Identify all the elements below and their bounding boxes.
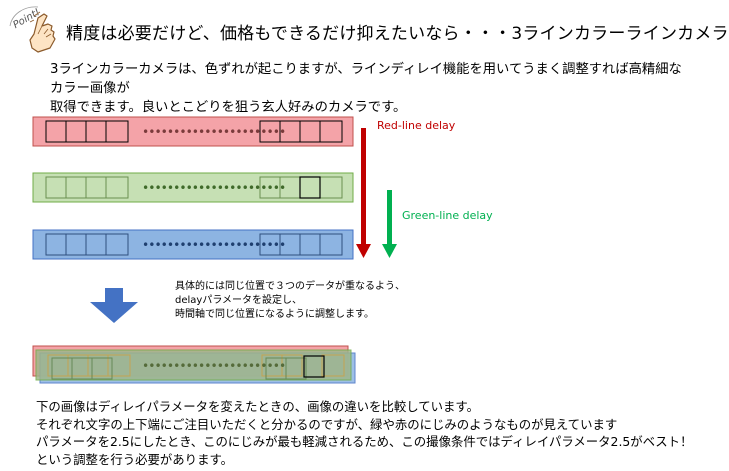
red-delay-arrow [356,128,371,258]
green-line-sensor: ••••••••••••••••••••••• [32,172,354,203]
comparison-text: 下の画像はディレイパラメータを変えたときの、画像の違いを比較しています。 それぞ… [36,398,692,468]
red-ellipsis: ••••••••••••••••••••••• [142,125,285,139]
red-line-sensor: ••••••••••••••••••••••• [32,116,354,147]
adjustment-note: 具体的には同じ位置で３つのデータが重なるよう、 delayパラメータを設定し、 … [175,280,405,322]
overlap-ellipsis: ••••••••••••••••••••••• [142,359,285,373]
point-hand-icon: Point! [8,4,64,56]
blue-ellipsis: ••••••••••••••••••••••• [142,238,285,252]
big-down-arrow [90,288,138,323]
green-ellipsis: ••••••••••••••••••••••• [142,181,285,195]
note-line-3: 時間軸で同じ位置になるように調整します。 [175,309,374,320]
page-title: 精度は必要だけど、価格もできるだけ抑えたいなら・・・3ラインカラーラインカメラ [66,24,729,44]
intro-line-2: 取得できます。良いとこどりを狙う玄人好みのカメラです。 [50,100,407,115]
note-line-2: delayパラメータを設定し、 [175,295,303,306]
blue-line-sensor: ••••••••••••••••••••••• [32,229,354,260]
line-delay-diagram: ••••••••••••••••••••••• ••••••••••••••••… [32,116,397,384]
bottom-line-4: という調整を行う必要があります。 [36,451,234,467]
intro-text: 3ラインカラーカメラは、色ずれが起こりますが、ラインディレイ機能を用いてうまく調… [50,60,690,117]
red-delay-label: Red-line delay [377,119,456,132]
bottom-line-1: 下の画像はディレイパラメータを変えたときの、画像の違いを比較しています。 [36,399,479,414]
overlapped-sensors: ••••••••••••••••••••••• [32,345,356,384]
bottom-line-3: パラメータを2.5にしたとき、このにじみが最も軽減されるため、この撮像条件ではデ… [36,434,693,449]
green-delay-arrow [382,190,397,258]
green-delay-label: Green-line delay [402,209,493,222]
note-line-1: 具体的には同じ位置で３つのデータが重なるよう、 [175,281,405,292]
intro-line-1: 3ラインカラーカメラは、色ずれが起こりますが、ラインディレイ機能を用いてうまく調… [50,62,682,96]
bottom-line-2: それぞれ文字の上下端にご注目いただくと分かるのですが、緑や赤のにじみのようなもの… [36,416,618,432]
